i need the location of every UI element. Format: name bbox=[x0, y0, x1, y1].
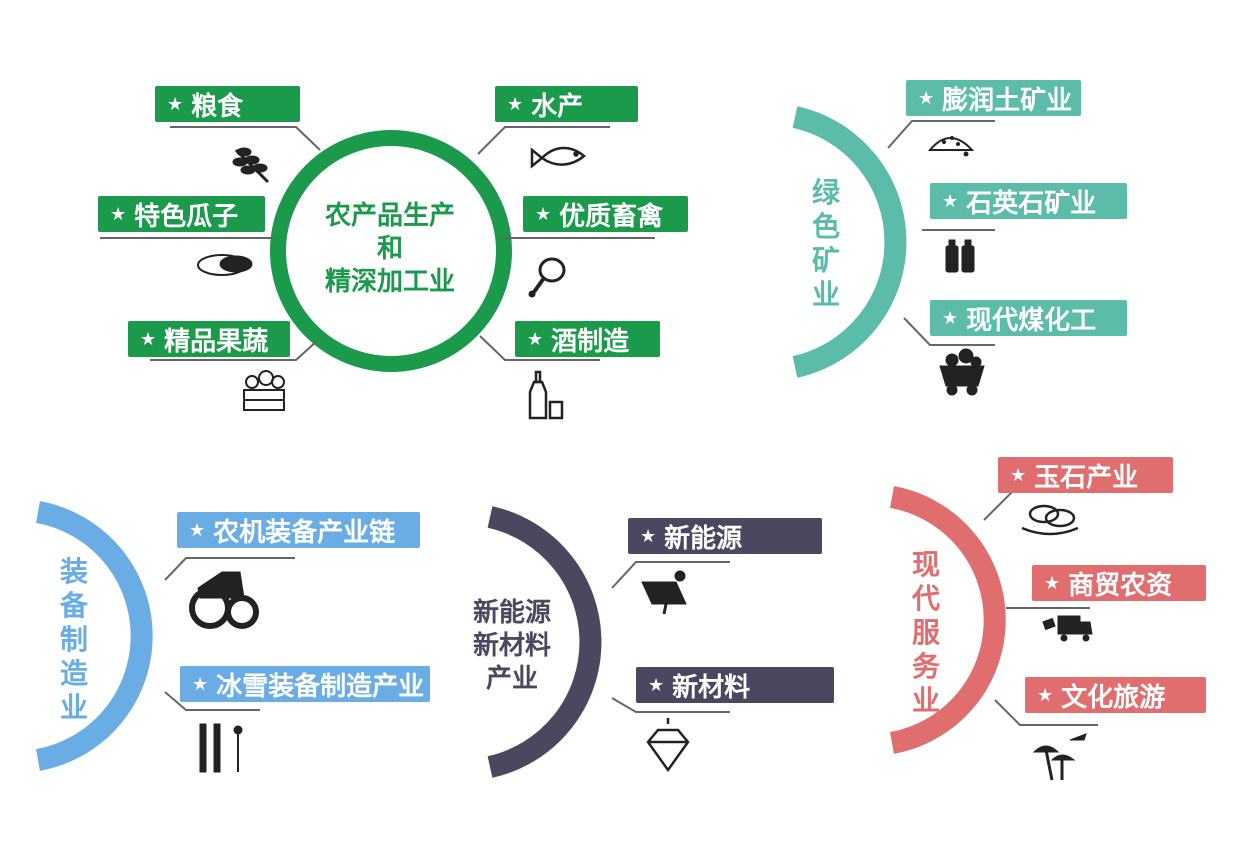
tag-new-materials: ★ 新材料 bbox=[636, 667, 834, 703]
star-icon: ★ bbox=[1037, 684, 1054, 706]
jade-ring-icon bbox=[1021, 504, 1079, 536]
agri-ring bbox=[270, 130, 512, 372]
tractor-icon bbox=[189, 571, 259, 629]
star-icon: ★ bbox=[192, 673, 209, 695]
diamond-icon bbox=[646, 718, 690, 773]
tag-new-energy-label: 新能源 bbox=[664, 523, 743, 554]
star-icon: ★ bbox=[942, 190, 959, 212]
tag-seeds: ★ 特色瓜子 bbox=[98, 196, 265, 232]
star-icon: ★ bbox=[110, 203, 127, 225]
tag-tourism: ★ 文化旅游 bbox=[1025, 677, 1206, 713]
fish-icon bbox=[530, 146, 586, 169]
coal-cart-icon bbox=[939, 348, 985, 396]
equip-title-char: 制 bbox=[59, 623, 88, 656]
truck-icon bbox=[1042, 615, 1093, 642]
equip-title-char: 业 bbox=[59, 691, 88, 724]
mining-title-char: 矿 bbox=[811, 244, 840, 277]
meat-leg-icon bbox=[528, 257, 566, 298]
tag-livestock-label: 优质畜禽 bbox=[559, 201, 664, 232]
tag-liquor: ★ 酒制造 bbox=[515, 321, 660, 357]
tag-jade: ★ 玉石产业 bbox=[998, 457, 1173, 493]
tag-new-materials-label: 新材料 bbox=[672, 672, 751, 703]
tag-agri-machinery: ★ 农机装备产业链 bbox=[177, 512, 420, 548]
star-icon: ★ bbox=[918, 87, 935, 109]
tag-livestock: ★ 优质畜禽 bbox=[523, 196, 688, 232]
service-arc bbox=[889, 486, 1006, 754]
equip-title-char: 备 bbox=[59, 589, 88, 622]
energy-center-title: 新能源 新材料 产业 bbox=[452, 597, 572, 696]
star-icon: ★ bbox=[640, 525, 657, 547]
seed-icon bbox=[197, 254, 253, 276]
service-title-char: 现 bbox=[911, 548, 940, 581]
tag-seeds-label: 特色瓜子 bbox=[134, 201, 239, 232]
agri-title-line-1: 农产品生产 bbox=[324, 201, 455, 231]
mining-arc bbox=[792, 106, 907, 378]
mining-title-char: 色 bbox=[811, 210, 840, 243]
agri-title-line-3: 精深加工业 bbox=[324, 267, 455, 297]
star-icon: ★ bbox=[1044, 572, 1061, 594]
service-title-char: 服 bbox=[911, 616, 940, 649]
wheat-icon bbox=[232, 147, 270, 184]
service-title-char: 业 bbox=[911, 684, 940, 717]
tag-tourism-label: 文化旅游 bbox=[1061, 682, 1166, 713]
star-icon: ★ bbox=[167, 93, 184, 115]
mining-title-char: 绿 bbox=[811, 176, 840, 209]
palm-plane-icon bbox=[1032, 733, 1087, 781]
equip-title: 装 备 制 造 业 bbox=[54, 555, 94, 725]
star-icon: ★ bbox=[507, 93, 524, 115]
equip-title-char: 装 bbox=[59, 555, 88, 588]
service-title: 现 代 服 务 业 bbox=[906, 548, 946, 718]
tag-snow-equipment-label: 冰雪装备制造产业 bbox=[216, 671, 425, 702]
agri-center-title: 农产品生产 和 精深加工业 bbox=[300, 200, 480, 299]
energy-arc bbox=[487, 506, 602, 778]
tag-snow-equipment: ★ 冰雪装备制造产业 bbox=[180, 666, 430, 702]
star-icon: ★ bbox=[648, 674, 665, 696]
star-icon: ★ bbox=[189, 519, 206, 541]
energy-title-line-3: 产业 bbox=[485, 664, 538, 694]
mining-title-char: 业 bbox=[811, 278, 840, 311]
ski-icon bbox=[199, 723, 243, 773]
service-title-char: 代 bbox=[911, 582, 940, 615]
agri-title-line-2: 和 bbox=[376, 234, 403, 264]
star-icon: ★ bbox=[942, 307, 959, 329]
quartz-bottles-icon bbox=[945, 239, 975, 273]
tag-agri-machinery-label: 农机装备产业链 bbox=[213, 517, 396, 548]
vegetable-crate-icon bbox=[243, 370, 285, 411]
star-icon: ★ bbox=[140, 328, 157, 350]
tag-bentonite: ★ 膨润土矿业 bbox=[906, 80, 1081, 116]
tag-bentonite-label: 膨润土矿业 bbox=[942, 85, 1073, 116]
tag-aquatic: ★ 水产 bbox=[495, 86, 638, 122]
energy-title-line-2: 新材料 bbox=[472, 631, 551, 661]
tag-quartz-label: 石英石矿业 bbox=[966, 188, 1097, 219]
tag-fruit-veg-label: 精品果蔬 bbox=[164, 326, 269, 357]
tag-coal-chem-label: 现代煤化工 bbox=[966, 305, 1097, 336]
mining-title: 绿 色 矿 业 bbox=[806, 176, 846, 312]
tag-grain-label: 粮食 bbox=[191, 91, 244, 122]
bottle-glass-icon bbox=[528, 370, 564, 420]
tag-grain: ★ 粮食 bbox=[155, 86, 300, 122]
tag-jade-label: 玉石产业 bbox=[1034, 462, 1139, 493]
service-title-char: 务 bbox=[911, 650, 940, 683]
tag-aquatic-label: 水产 bbox=[531, 91, 584, 122]
star-icon: ★ bbox=[1010, 464, 1027, 486]
star-icon: ★ bbox=[527, 328, 544, 350]
connector-lines bbox=[100, 120, 1098, 726]
equip-title-char: 造 bbox=[59, 657, 88, 690]
tag-coal-chem: ★ 现代煤化工 bbox=[930, 300, 1127, 336]
tag-fruit-veg: ★ 精品果蔬 bbox=[128, 321, 290, 357]
tag-trade: ★ 商贸农资 bbox=[1032, 565, 1206, 601]
tag-new-energy: ★ 新能源 bbox=[628, 518, 822, 554]
star-icon: ★ bbox=[535, 203, 552, 225]
tag-liquor-label: 酒制造 bbox=[551, 326, 630, 357]
energy-title-line-1: 新能源 bbox=[472, 598, 551, 628]
powder-pile-icon bbox=[927, 136, 975, 157]
tag-quartz: ★ 石英石矿业 bbox=[930, 183, 1127, 219]
equip-arc bbox=[35, 501, 153, 771]
solar-panel-icon bbox=[641, 570, 687, 615]
tag-trade-label: 商贸农资 bbox=[1068, 570, 1173, 601]
